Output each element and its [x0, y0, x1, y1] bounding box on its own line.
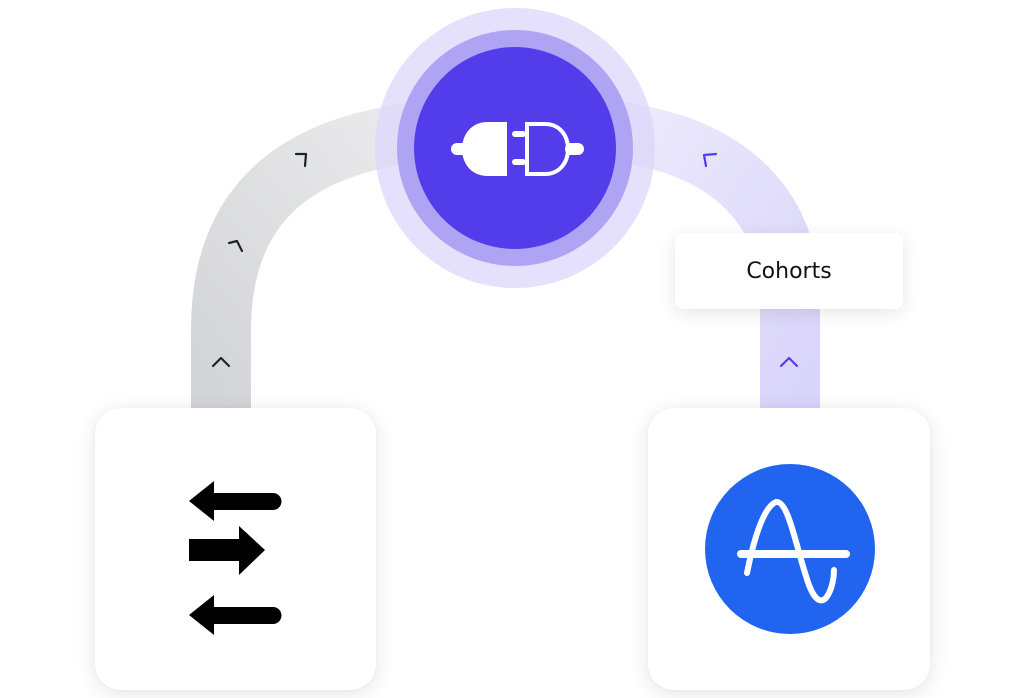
edge-label-text: Cohorts [746, 258, 832, 284]
arrows-transfer-icon [189, 481, 282, 635]
amplitude-logo-icon [705, 464, 875, 634]
source-card[interactable] [95, 408, 376, 690]
plug-connector-icon [451, 122, 584, 176]
chevron-up-icon [211, 356, 231, 368]
destination-card[interactable] [648, 408, 930, 690]
chevron-up-icon [294, 152, 308, 168]
chevron-up-icon [702, 152, 718, 168]
hub-circle[interactable] [414, 47, 616, 249]
chevron-up-icon [227, 239, 244, 253]
cohorts-label: Cohorts [675, 233, 903, 309]
chevron-up-icon [779, 356, 799, 368]
